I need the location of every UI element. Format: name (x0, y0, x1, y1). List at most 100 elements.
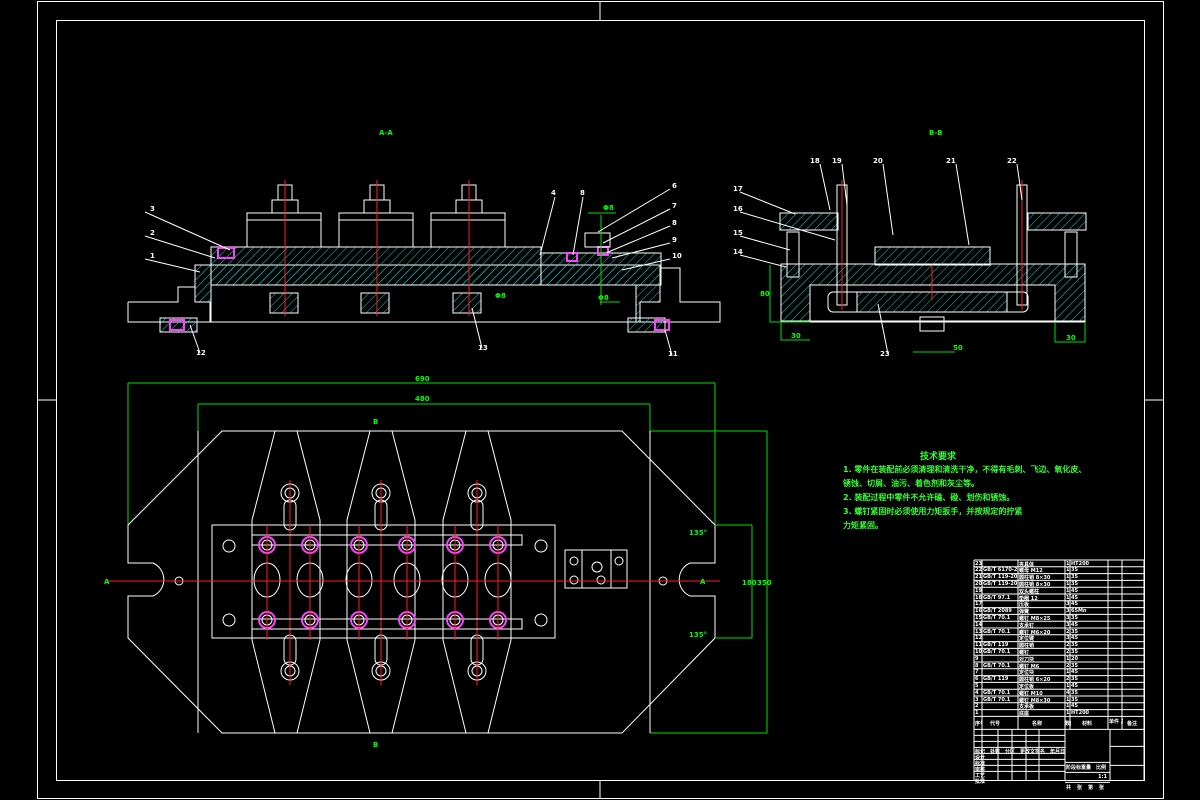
bom-row-material: 45 (1071, 703, 1078, 710)
bom-row-material: 45 (1071, 682, 1078, 689)
svg-text:350: 350 (757, 579, 772, 587)
bom-row-no: 10 (975, 648, 982, 655)
bom-row-name: 圆柱销 (1019, 643, 1035, 650)
svg-text:2: 2 (150, 229, 155, 237)
sheet-label: 张 (1077, 785, 1083, 792)
section-b-title: B-B (929, 129, 943, 137)
bom-row-code: GB/T 119 (983, 676, 1009, 683)
bom-row-no: 9 (975, 655, 979, 662)
svg-text:12: 12 (196, 349, 206, 357)
bom-row-qty: 1 (1066, 655, 1070, 662)
bom-row-qty: 1 (1066, 710, 1070, 717)
header-qty: 数量 (1065, 721, 1071, 728)
signature-label: 年月日 (1050, 749, 1065, 756)
bom-row-no: 5 (975, 682, 979, 689)
bom-row-code: GB/T 97.1 (983, 594, 1011, 601)
bom-row-name: 定位键 (1019, 636, 1035, 643)
bom-row-qty: 1 (1066, 580, 1070, 587)
svg-text:135°: 135° (689, 631, 707, 639)
bom-row-code: GB/T 70.1 (983, 696, 1011, 703)
bom-row-material: 45 (1071, 669, 1078, 676)
locating-pins-magenta (258, 536, 507, 629)
bom-row-qty: 2 (1066, 642, 1070, 649)
bom-row-qty: 3 (1066, 635, 1070, 642)
bom-row-name: 压板 (1019, 602, 1030, 609)
clamp-bar-2 (346, 430, 416, 734)
bom-row-name: 螺钉 M8×30 (1019, 697, 1051, 704)
bom-row-qty: 2 (1066, 648, 1070, 655)
bom-row-name: 圆柱销 8×30 (1019, 575, 1051, 582)
bom-row-material: 35 (1071, 628, 1078, 635)
bom-row-code: GB/T 119-2000 (983, 580, 1018, 587)
bom-row-qty: 1 (1066, 587, 1070, 594)
header-name: 名称 (1032, 721, 1043, 728)
requirement-line: 2. 装配过程中零件不允许磕、碰、划伤和锈蚀。 (843, 493, 1015, 502)
svg-text:690: 690 (415, 375, 430, 383)
svg-text:9: 9 (672, 236, 677, 244)
bom-row-code: GB/T 119-2000 (983, 574, 1018, 581)
svg-text:180: 180 (742, 579, 757, 587)
svg-text:50: 50 (953, 344, 963, 352)
bom-row-qty: 3 (1066, 601, 1070, 608)
bom-row-material: 35 (1071, 567, 1078, 574)
requirement-line: 锈蚀、切屑、油污、着色剂和灰尘等。 (843, 479, 979, 488)
signature-label: 处数 (990, 749, 1001, 756)
svg-text:7: 7 (672, 202, 677, 210)
bom-row-name: 定位块 (1019, 670, 1035, 677)
front-callouts: 3 2 1 4 8 6 7 8 9 10 11 12 13 (144, 182, 682, 358)
stage-label: 比例 (1096, 765, 1107, 772)
bom-row-material: HT200 (1071, 710, 1090, 717)
bom-row-name: 螺钉 (1019, 649, 1030, 656)
svg-text:16: 16 (733, 205, 743, 213)
svg-text:13: 13 (478, 344, 488, 352)
svg-text:480: 480 (415, 395, 430, 403)
side-callouts: 17 16 15 14 18 19 20 21 22 23 (733, 157, 1023, 358)
bom-row-no: 23 (975, 560, 982, 567)
bom-row-material: 35 (1071, 580, 1078, 587)
requirement-line: 1. 零件在装配前必须清理和清洗干净，不得有毛刺、飞边、氧化皮、 (843, 465, 1087, 474)
requirement-line: 力矩紧固。 (843, 521, 883, 530)
signature-label: 更改文件号 (1020, 749, 1035, 756)
technical-requirements: 1. 零件在装配前必须清理和清洗干净，不得有毛刺、飞边、氧化皮、 锈蚀、切屑、油… (843, 463, 1086, 533)
svg-text:A: A (700, 578, 706, 586)
sheet-label: 张 (1099, 785, 1105, 792)
bom-row-name: 支承板 (1019, 704, 1035, 711)
bom-row-code: GB/T 6170-2000 (983, 567, 1018, 574)
scale-value: 1:1 (1098, 774, 1107, 781)
svg-text:8: 8 (672, 219, 677, 227)
bom-row-material: 65Mn (1071, 608, 1087, 615)
svg-text:3: 3 (150, 205, 155, 213)
bom-row-code: GB/T 70.1 (983, 689, 1011, 696)
svg-text:30: 30 (1066, 334, 1076, 342)
bom-row-name: 双头螺柱 (1019, 588, 1040, 595)
svg-text:23: 23 (880, 350, 890, 358)
role-label: 审核 (975, 767, 985, 774)
bom-row-no: 8 (975, 662, 979, 669)
header-weight: 单件 总计 (1109, 719, 1123, 726)
side-section-view: B-B 80 30 30 50 17 16 15 14 18 19 (733, 129, 1087, 358)
svg-text:19: 19 (832, 157, 842, 165)
svg-text:30: 30 (791, 332, 801, 340)
title-block-frame (973, 559, 1145, 783)
bom-row-no: 15 (975, 614, 982, 621)
bom-row-no: 18 (975, 594, 982, 601)
front-section-view: A-A (127, 129, 721, 358)
signature-label: 分区 (1005, 749, 1016, 756)
svg-text:4: 4 (551, 189, 556, 197)
bom-row-qty: 1 (1066, 682, 1070, 689)
svg-text:22: 22 (1007, 157, 1017, 165)
svg-text:15: 15 (733, 229, 743, 237)
header-material: 材料 (1082, 721, 1093, 728)
bom-row-material: 45 (1071, 621, 1078, 628)
bom-row-name: 螺钉 M6×20 (1019, 629, 1051, 636)
clamp-assembly-3 (430, 180, 506, 316)
bom-row-material: 45 (1071, 635, 1078, 642)
header-code: 代号 (990, 721, 1001, 728)
bom-row-name: 圆柱销 8×30 (1019, 581, 1051, 588)
bom-row-qty: 3 (1066, 621, 1070, 628)
svg-text:8: 8 (580, 189, 585, 197)
header-no: 序号 (975, 721, 982, 728)
bom-row-material: 35 (1071, 662, 1078, 669)
bom-row-qty: 1 (1066, 669, 1070, 676)
